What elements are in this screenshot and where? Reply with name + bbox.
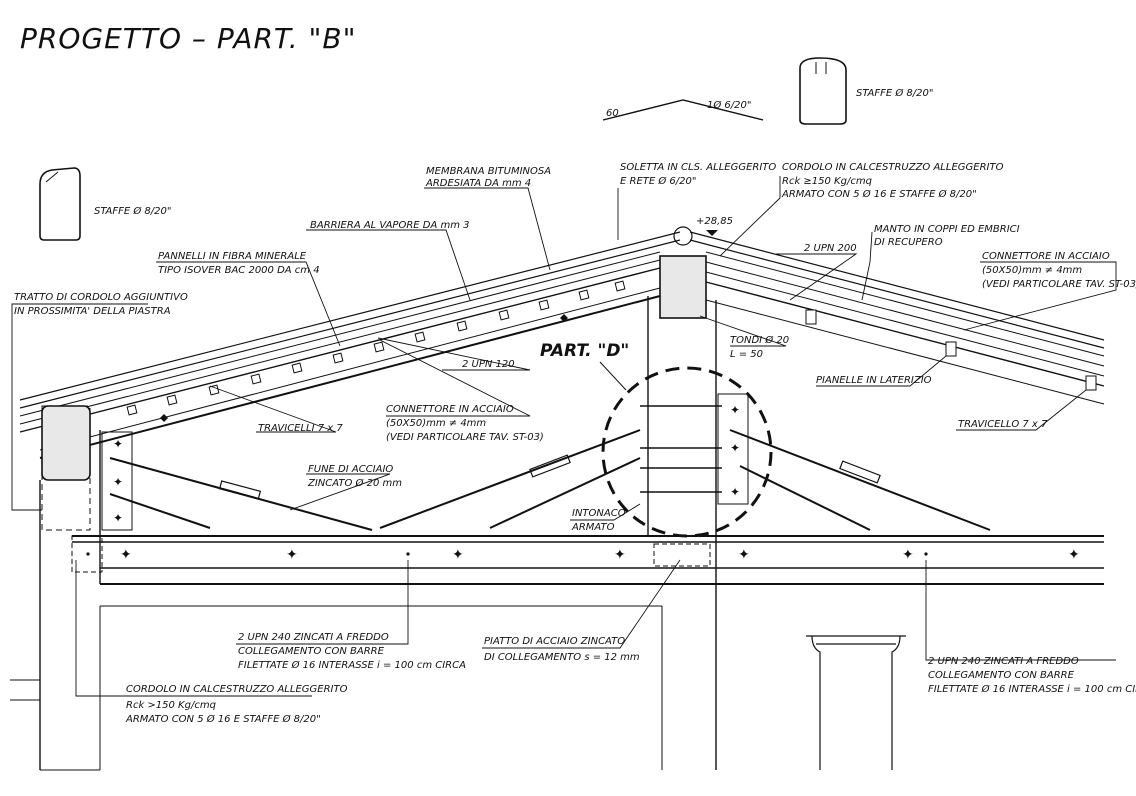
label-conn-left-3: (VEDI PARTICOLARE TAV. ST-03) — [386, 432, 544, 443]
label-pannelli-2: TIPO ISOVER BAC 2000 DA cm 4 — [158, 265, 320, 276]
label-soletta-2: E RETE Ø 6/20" — [620, 175, 696, 187]
svg-text:✦: ✦ — [113, 475, 123, 489]
label-upn240-right-2: COLLEGAMENTO CON BARRE — [928, 670, 1075, 681]
column-capital — [806, 635, 906, 770]
label-intonaco-1: INTONACO — [572, 508, 626, 519]
label-pannelli-1: PANNELLI IN FIBRA MINERALE — [158, 251, 307, 262]
label-cordolo-bot-3: ARMATO CON 5 Ø 16 E STAFFE Ø 8/20" — [125, 713, 321, 725]
drawing-title: PROGETTO – PART. "B" — [20, 22, 356, 55]
label-cordolo-bot-1: CORDOLO IN CALCESTRUZZO ALLEGGERITO — [126, 684, 348, 695]
label-upn240-right-3: FILETTATE Ø 16 INTERASSE i = 100 cm CIRC… — [928, 683, 1136, 695]
label-manto-1: MANTO IN COPPI ED EMBRICI — [874, 224, 1020, 235]
svg-text:✦: ✦ — [286, 547, 298, 563]
callout-60: 60 — [606, 108, 619, 119]
label-tondi-1: TONDI Ø 20 — [730, 334, 789, 346]
steel-cables — [109, 429, 991, 531]
label-tondi-2: L = 50 — [730, 349, 763, 360]
label-fune-2: ZINCATO Ø 20 mm — [307, 477, 402, 489]
label-cordolo-bot-2: Rck >150 Kg/cmq — [126, 700, 216, 711]
svg-text:✦: ✦ — [730, 403, 740, 417]
stirrup-detail-left: STAFFE Ø 8/20" — [39, 167, 172, 241]
label-fune-1: FUNE DI ACCIAIO — [308, 464, 393, 475]
label-upn120: 2 UPN 120 — [462, 359, 515, 370]
labels: MEMBRANA BITUMINOSA ARDESIATA DA mm 4 SO… — [14, 162, 1136, 725]
label-conn-right-2: (50X50)mm ≠ 4mm — [982, 265, 1082, 276]
label-cordolo-top-3: ARMATO CON 5 Ø 16 E STAFFE Ø 8/20" — [781, 188, 977, 200]
label-conn-left-1: CONNETTORE IN ACCIAIO — [386, 404, 514, 415]
leader-lines — [11, 176, 1117, 697]
elevation-mark: +28,85 — [696, 216, 733, 227]
label-intonaco-2: ARMATO — [571, 522, 615, 533]
label-conn-right-3: (VEDI PARTICOLARE TAV. ST-03) — [982, 279, 1136, 290]
svg-text:✦: ✦ — [1068, 547, 1080, 563]
label-pianelle: PIANELLE IN LATERIZIO — [816, 375, 932, 386]
label-piatto-2: DI COLLEGAMENTO s = 12 mm — [484, 652, 640, 663]
roof-left-slope — [19, 231, 681, 459]
label-piatto-1: PIATTO DI ACCIAIO ZINCATO — [484, 636, 625, 647]
label-tratto-2: IN PROSSIMITA' DELLA PIASTRA — [14, 306, 171, 317]
tie-beam: ✦ ✦ ✦ ✦ ✦ ✦ ✦ — [71, 535, 1104, 585]
svg-text:✦: ✦ — [452, 547, 464, 563]
label-tratto-1: TRATTO DI CORDOLO AGGIUNTIVO — [14, 292, 188, 303]
label-manto-2: DI RECUPERO — [874, 237, 943, 248]
svg-text:✦: ✦ — [738, 547, 750, 563]
svg-text:✦: ✦ — [113, 511, 123, 525]
label-conn-left-2: (50X50)mm ≠ 4mm — [386, 418, 486, 429]
ridge-beam: +28,85 — [659, 216, 733, 319]
label-soletta-1: SOLETTA IN CLS. ALLEGGERITO — [620, 162, 776, 173]
part-d-tag: PART. "D" — [540, 341, 629, 361]
label-membrana-1: MEMBRANA BITUMINOSA — [426, 166, 551, 177]
stirrup-detail-top: 60 1Ø 6/20" STAFFE Ø 8/20" — [602, 57, 934, 125]
svg-text:✦: ✦ — [113, 437, 123, 451]
svg-text:✦: ✦ — [730, 441, 740, 455]
label-travicelli-left: TRAVICELLI 7 x 7 — [258, 423, 343, 434]
label-upn240-left-2: COLLEGAMENTO CON BARRE — [238, 646, 385, 657]
part-d-callout: PART. "D" — [540, 341, 773, 538]
svg-text:✦: ✦ — [120, 547, 132, 563]
label-membrana-2: ARDESIATA DA mm 4 — [425, 178, 531, 189]
callout-rebar: 1Ø 6/20" — [707, 99, 751, 111]
stirrup-left-label: STAFFE Ø 8/20" — [94, 205, 172, 217]
roof-right-slope — [689, 231, 1105, 405]
label-upn240-right-1: 2 UPN 240 ZINCATI A FREDDO — [928, 656, 1079, 667]
label-upn240-left-3: FILETTATE Ø 16 INTERASSE i = 100 cm CIRC… — [238, 659, 466, 671]
stirrup-right-label: STAFFE Ø 8/20" — [856, 87, 934, 99]
label-barriera: BARRIERA AL VAPORE DA mm 3 — [310, 220, 470, 231]
walls: ✦ ✦ ✦ ✦ ✦ ✦ — [10, 296, 749, 771]
label-cordolo-top-2: Rck ≥150 Kg/cmq — [782, 176, 872, 187]
svg-text:✦: ✦ — [614, 547, 626, 563]
svg-text:✦: ✦ — [730, 485, 740, 499]
eave-beam-left — [41, 405, 91, 531]
label-conn-right-1: CONNETTORE IN ACCIAIO — [982, 251, 1110, 262]
label-travicelli-right: TRAVICELLO 7 x 7 — [958, 419, 1048, 430]
svg-text:✦: ✦ — [902, 547, 914, 563]
label-upn200: 2 UPN 200 — [804, 243, 857, 254]
label-upn240-left-1: 2 UPN 240 ZINCATI A FREDDO — [238, 632, 389, 643]
label-cordolo-top-1: CORDOLO IN CALCESTRUZZO ALLEGGERITO — [782, 162, 1004, 173]
